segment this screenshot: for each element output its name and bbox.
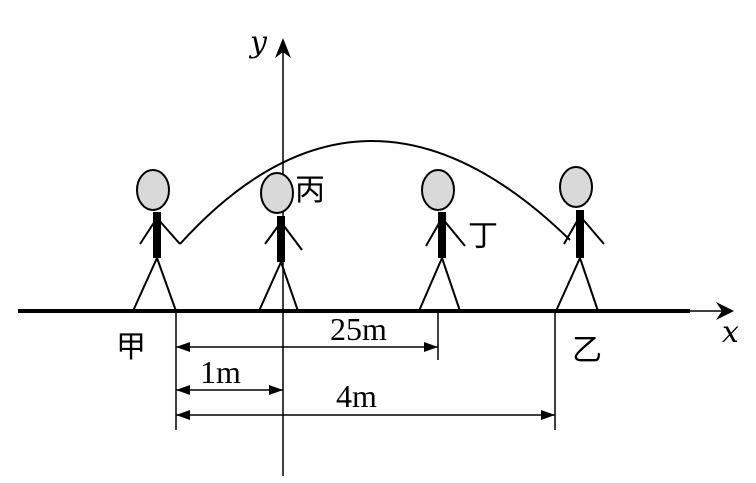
dimension-1m-label: 1m [200,354,241,390]
y-axis-label: y [248,25,268,60]
person-jia-label: 甲 [116,330,146,365]
person-ding-head [421,169,455,211]
person-bing [258,172,303,312]
dimension-4m-label: 4m [336,378,377,414]
person-jia [132,169,181,312]
dimension-4m [176,410,555,420]
dimension-1m [176,385,283,395]
x-axis-arrow-icon [716,302,734,320]
person-yi-label: 乙 [572,333,602,368]
person-yi-head [559,166,593,208]
person-ding-label: 丁 [468,219,498,254]
dimension-25m [176,342,438,352]
person-bing-head [260,172,294,214]
person-yi [555,166,605,312]
rope-curve [179,140,571,245]
person-jia-head [136,169,170,211]
person-bing-label: 丙 [295,173,325,208]
y-axis-arrow-icon [275,38,291,58]
person-ding [418,169,466,312]
x-axis-label: x [722,315,739,350]
dimension-25m-label: 25m [330,311,387,347]
